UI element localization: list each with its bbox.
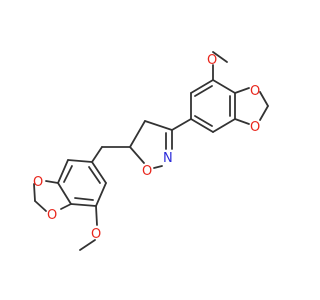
bond [234,118,250,125]
bond [79,239,96,251]
bond [194,115,213,127]
bond [212,51,228,63]
atom-o-methoxy-bottom: O [91,227,101,242]
bond [129,120,146,148]
atom-o-dioxole-bottom-b: O [47,208,57,223]
bond [74,197,94,201]
atom-o-dioxole-top-b: O [250,120,260,135]
bond [190,118,214,133]
bond [234,87,250,94]
atom-n-ring: N [163,151,173,166]
bond [88,166,101,184]
bond [70,203,97,207]
bond [45,180,59,184]
atom-o-dioxole-top-a: O [250,84,260,99]
structure-svg: O O O N O O O O [33,51,269,251]
bond [190,79,214,94]
bond [259,105,269,121]
atom-labels: O O O N O O O O [33,53,260,242]
bond [67,159,93,163]
bond [153,165,163,169]
bond [95,205,98,226]
bond [34,200,47,212]
atom-o-methoxy-top: O [207,53,217,68]
molecule-diagram: O O O N O O O O [33,51,269,251]
atom-o-dioxole-bottom-a: O [33,175,43,190]
bond [95,182,107,207]
bond [212,79,236,94]
bonds [33,51,269,251]
bond [63,165,73,183]
bond [171,118,192,131]
bond [259,91,269,107]
bond [60,203,72,210]
bond [194,85,213,97]
bond [33,183,36,202]
bond [144,120,173,131]
bond [129,146,145,164]
bond [91,146,103,163]
bond [57,159,69,184]
atom-o-ring: O [142,164,152,179]
bond [212,118,236,133]
bond [91,161,107,184]
bond [57,182,72,205]
